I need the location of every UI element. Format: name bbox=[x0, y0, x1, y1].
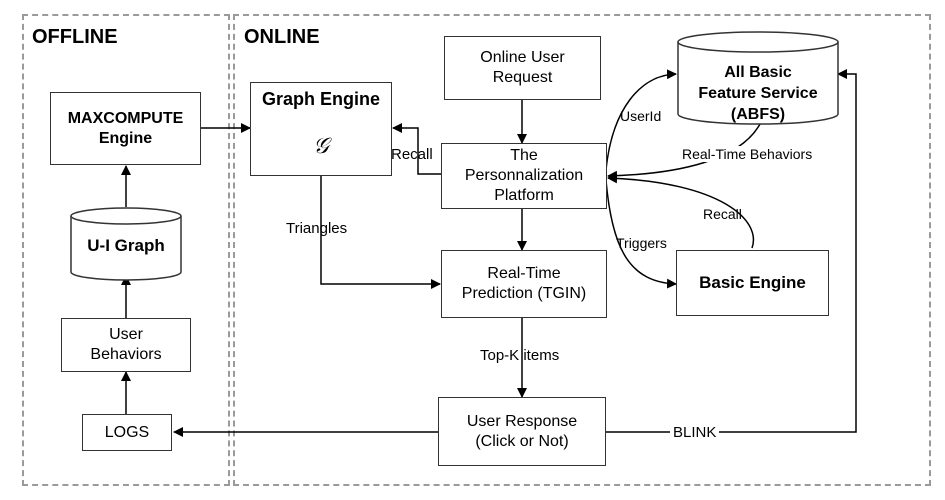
triggers-label: Triggers bbox=[616, 235, 667, 251]
user-response-box: User Response (Click or Not) bbox=[438, 397, 606, 466]
offline-region bbox=[22, 14, 230, 486]
real-time-behaviors-label: Real-Time Behaviors bbox=[682, 146, 813, 162]
user-behaviors-box: User Behaviors bbox=[61, 318, 191, 372]
userid-label: UserId bbox=[620, 108, 662, 124]
graph-symbol-label: 𝒢 bbox=[313, 134, 329, 159]
personalization-platform-box: The Personnalization Platform bbox=[441, 143, 607, 209]
ui-graph-cylinder-shape bbox=[70, 207, 182, 281]
arrow-platform-to-basic-engine-triggers bbox=[605, 179, 677, 289]
graph-engine-title: Graph Engine bbox=[261, 89, 380, 109]
graph-engine-box: Graph Engine bbox=[250, 82, 392, 176]
arrow-platform-to-abfs-userid bbox=[605, 69, 677, 171]
abfs-cylinder-shape bbox=[677, 31, 839, 125]
triangles-label: Triangles bbox=[286, 220, 348, 237]
online-region bbox=[233, 14, 931, 486]
blink-label: BLINK bbox=[670, 424, 720, 441]
arrow-graph-engine-to-prediction bbox=[320, 176, 441, 289]
recall-basic-label: Recall bbox=[703, 206, 742, 222]
arrow-blink-to-abfs bbox=[606, 69, 857, 433]
arrow-platform-to-graph-engine-recall bbox=[392, 123, 441, 175]
abfs-label: All Basic Feature Service (ABFS) bbox=[698, 64, 818, 123]
top-k-items-label: Top-K items bbox=[480, 347, 560, 364]
logs-box: LOGS bbox=[82, 414, 172, 451]
real-time-prediction-box: Real-Time Prediction (TGIN) bbox=[441, 250, 607, 318]
arrow-basic-engine-to-platform-recall bbox=[607, 173, 755, 249]
online-region-label: ONLINE bbox=[244, 26, 320, 48]
ui-graph-label: U-I Graph bbox=[87, 236, 165, 255]
online-user-request-box: Online User Request bbox=[444, 36, 601, 100]
recall-graph-label: Recall bbox=[391, 146, 433, 163]
maxcompute-engine-box: MAXCOMPUTE Engine bbox=[50, 92, 201, 165]
offline-region-label: OFFLINE bbox=[32, 26, 118, 48]
arrow-abfs-to-platform-behaviors bbox=[607, 123, 761, 181]
basic-engine-box: Basic Engine bbox=[676, 250, 829, 316]
